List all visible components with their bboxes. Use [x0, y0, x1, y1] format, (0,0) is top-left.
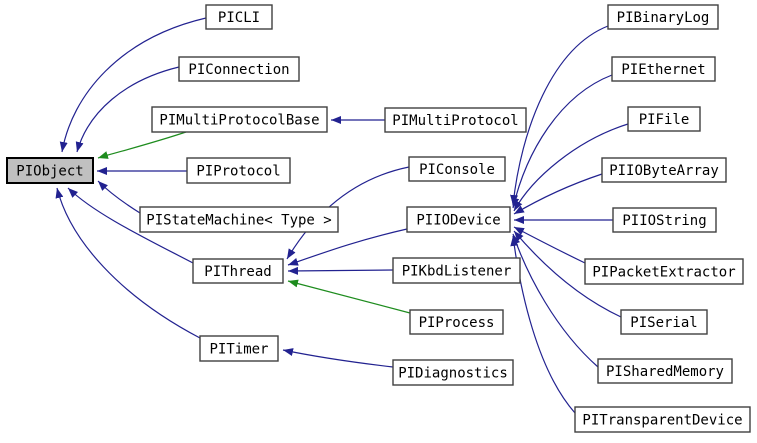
node-PIKbdListener[interactable]: PIKbdListener: [392, 257, 521, 284]
node-label-PIStateMachine: PIStateMachine< Type >: [146, 213, 331, 229]
node-label-PIConsole: PIConsole: [419, 162, 495, 178]
node-PITimer[interactable]: PITimer: [199, 335, 279, 362]
node-label-PIPacketExtractor: PIPacketExtractor: [592, 265, 735, 281]
node-box-PIProtocol: [186, 157, 291, 184]
node-box-PIPacketExtractor: [584, 258, 744, 285]
edge-PIProcess-to-PIThread: [287, 279, 411, 314]
node-PIProtocol[interactable]: PIProtocol: [186, 157, 291, 184]
edge-PITimer-to-PIObject: [55, 187, 201, 339]
node-label-PIConnection: PIConnection: [188, 62, 289, 78]
node-PIDiagnostics[interactable]: PIDiagnostics: [392, 359, 514, 386]
node-label-PIIOString: PIIOString: [622, 213, 706, 229]
edge-PIConsole-to-PIThread: [286, 166, 410, 260]
node-box-PIConnection: [178, 56, 300, 82]
node-box-PISerial: [620, 309, 708, 335]
node-label-PIThread: PIThread: [204, 264, 271, 280]
edge-PITransparentDevice-to-PIIODevice: [510, 235, 576, 414]
edges-layer: [55, 17, 629, 414]
node-box-PITimer: [199, 335, 279, 362]
node-label-PIProcess: PIProcess: [419, 315, 495, 331]
edge-PIPacketExtractor-to-PIIODevice: [513, 226, 586, 264]
node-PISharedMemory[interactable]: PISharedMemory: [597, 358, 733, 384]
node-PIConsole[interactable]: PIConsole: [408, 156, 506, 182]
edge-PIKbdListener-to-PIThread: [287, 266, 394, 275]
node-box-PIProcess: [409, 309, 504, 335]
node-PIIODevice[interactable]: PIIODevice: [406, 206, 511, 233]
node-PIObject[interactable]: PIObject: [6, 157, 94, 184]
edge-PIDiagnostics-to-PITimer: [282, 348, 394, 368]
node-PIEthernet[interactable]: PIEthernet: [611, 56, 716, 82]
edge-PIIODevice-to-PIThread: [287, 228, 408, 266]
node-label-PIIOByteArray: PIIOByteArray: [609, 163, 719, 179]
node-label-PICLI: PICLI: [218, 10, 260, 26]
node-label-PIKbdListener: PIKbdListener: [402, 264, 512, 280]
edge-PIBinaryLog-to-PIIODevice: [510, 25, 609, 206]
node-label-PIEthernet: PIEthernet: [621, 62, 705, 78]
node-box-PIIOByteArray: [601, 157, 727, 183]
edge-PIConnection-to-PIObject: [75, 66, 180, 153]
node-PISerial[interactable]: PISerial: [620, 309, 708, 335]
node-box-PISharedMemory: [597, 358, 733, 384]
node-box-PIDiagnostics: [392, 359, 514, 386]
edge-PISerial-to-PIIODevice: [513, 230, 622, 318]
edge-PISharedMemory-to-PIIODevice: [512, 233, 599, 368]
node-box-PIFile: [627, 106, 701, 132]
node-label-PISerial: PISerial: [630, 315, 697, 331]
node-label-PIObject: PIObject: [16, 164, 83, 180]
node-box-PIObject: [6, 157, 94, 184]
node-PIConnection[interactable]: PIConnection: [178, 56, 300, 82]
node-box-PIKbdListener: [392, 257, 521, 284]
node-PIMultiProtocolBase[interactable]: PIMultiProtocolBase: [151, 106, 328, 133]
node-PIPacketExtractor[interactable]: PIPacketExtractor: [584, 258, 744, 285]
edge-PIMultiProtocolBase-to-PIObject: [97, 131, 187, 159]
nodes-layer: PIObject PICLI PIConnectionPIMultiProtocol…: [6, 4, 751, 433]
edge-PIThread-to-PIObject: [67, 187, 194, 264]
node-label-PITransparentDevice: PITransparentDevice: [582, 413, 742, 429]
node-label-PISharedMemory: PISharedMemory: [606, 364, 724, 380]
node-label-PIBinaryLog: PIBinaryLog: [617, 10, 710, 26]
edge-PIIOByteArray-to-PIIODevice: [513, 173, 603, 215]
node-label-PIMultiProtocolBase: PIMultiProtocolBase: [159, 113, 319, 129]
node-box-PIEthernet: [611, 56, 716, 82]
edge-PIStateMachine-to-PIObject: [97, 180, 141, 214]
node-PIIOString[interactable]: PIIOString: [612, 207, 717, 233]
node-PICLI[interactable]: PICLI: [205, 4, 273, 30]
node-label-PIFile: PIFile: [639, 112, 690, 128]
node-box-PITransparentDevice: [574, 406, 751, 433]
node-PIStateMachine[interactable]: PIStateMachine< Type >: [139, 206, 339, 233]
node-label-PIIODevice: PIIODevice: [416, 213, 500, 229]
edge-PICLI-to-PIObject: [59, 17, 207, 153]
node-box-PIConsole: [408, 156, 506, 182]
node-label-PIProtocol: PIProtocol: [196, 164, 280, 180]
node-label-PIMultiProtocol: PIMultiProtocol: [392, 113, 518, 129]
node-box-PIMultiProtocol: [384, 107, 527, 133]
node-label-PIDiagnostics: PIDiagnostics: [398, 366, 508, 382]
edge-PIEthernet-to-PIIODevice: [511, 74, 613, 209]
node-PIBinaryLog[interactable]: PIBinaryLog: [607, 4, 719, 30]
node-PIIOByteArray[interactable]: PIIOByteArray: [601, 157, 727, 183]
node-box-PIMultiProtocolBase: [151, 106, 328, 133]
node-box-PICLI: [205, 4, 273, 30]
node-PIProcess[interactable]: PIProcess: [409, 309, 504, 335]
node-label-PITimer: PITimer: [209, 342, 268, 358]
node-PIMultiProtocol[interactable]: PIMultiProtocol: [384, 107, 527, 133]
node-PIFile[interactable]: PIFile: [627, 106, 701, 132]
node-box-PIThread: [192, 258, 284, 284]
node-PITransparentDevice[interactable]: PITransparentDevice: [574, 406, 751, 433]
node-PIThread[interactable]: PIThread: [192, 258, 284, 284]
edge-PIFile-to-PIIODevice: [513, 123, 629, 212]
node-box-PIIOString: [612, 207, 717, 233]
node-box-PIIODevice: [406, 206, 511, 233]
node-box-PIBinaryLog: [607, 4, 719, 30]
node-box-PIStateMachine: [139, 206, 339, 233]
